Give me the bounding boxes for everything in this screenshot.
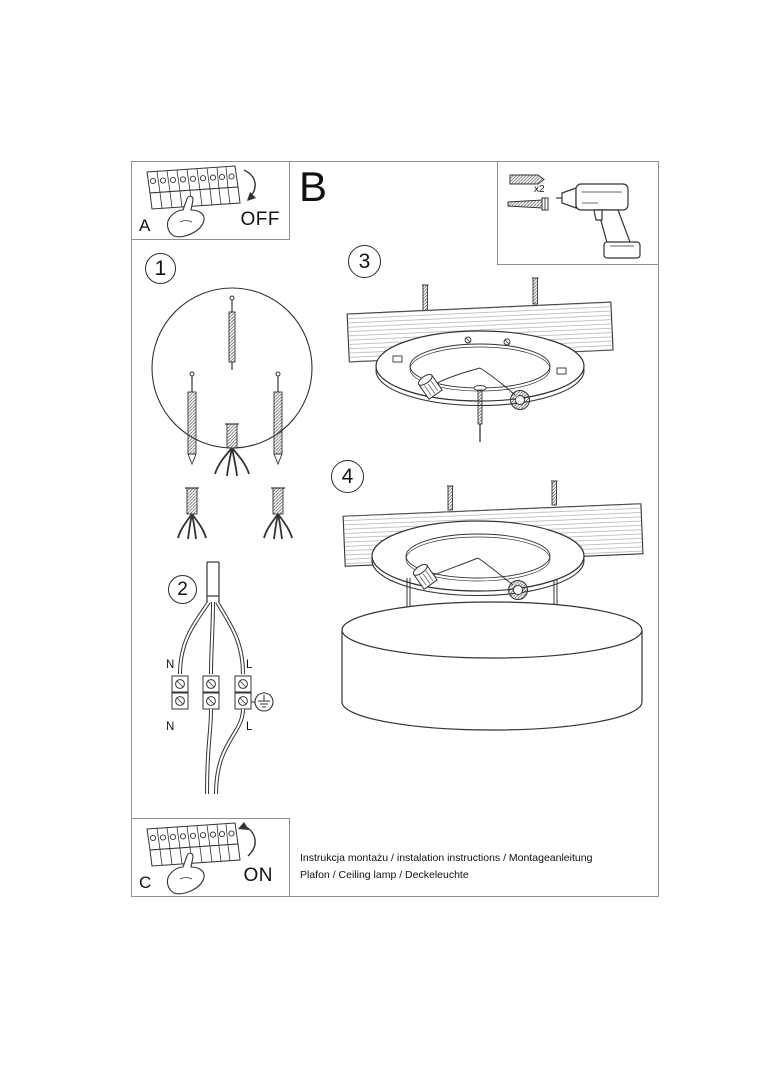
drum-shade: [341, 601, 643, 731]
mounting-screws: [447, 480, 558, 511]
toggle-arrow-icon: [238, 822, 256, 857]
section-a-label: A: [139, 216, 151, 235]
lamp-assembly-step4-illustration: [341, 480, 644, 731]
wire-label-n-top: N: [166, 659, 175, 671]
lamp-socket-left: [417, 373, 443, 400]
step-1-badge: 1: [145, 253, 176, 284]
power-off-box: A OFF: [131, 161, 290, 240]
lamp-socket-right: [508, 580, 528, 600]
hand-icon: [166, 852, 205, 895]
step-4-badge: 4: [331, 460, 364, 493]
mounting-plate-step3-illustration: [346, 277, 614, 442]
lamp-wires: [205, 708, 245, 795]
drill-icon: [556, 183, 641, 259]
center-screw: [473, 385, 487, 442]
supply-wires: [178, 600, 245, 675]
wire-label-l-bottom: L: [246, 721, 253, 733]
screw-count-label: x2: [534, 184, 545, 195]
wiring-diagram: [171, 561, 274, 795]
cable-sheath: [206, 561, 220, 602]
step-2-badge: 2: [168, 575, 197, 604]
toggle-arrow-icon: [243, 169, 256, 201]
wall-plug-icon: [509, 174, 545, 185]
screw-icon: [507, 197, 549, 211]
step-3-badge: 3: [348, 245, 381, 278]
section-b-label: B: [299, 163, 328, 210]
step-2-number: 2: [177, 578, 188, 600]
footer-instructions-line: Instrukcja montażu / instalation instruc…: [300, 852, 593, 864]
wire-label-l-top: L: [246, 659, 253, 671]
footer-product-line: Plafon / Ceiling lamp / Deckeleuchte: [300, 869, 469, 881]
step-1-number: 1: [154, 256, 167, 280]
section-c-label: C: [139, 873, 152, 892]
off-label: OFF: [240, 209, 280, 230]
hand-icon: [166, 195, 205, 238]
terminal-block: [171, 675, 252, 710]
ground-icon: [251, 692, 274, 712]
on-label: ON: [243, 865, 273, 886]
hanger-rods: [406, 578, 558, 608]
lamp-socket-left: [412, 563, 438, 590]
fuse-box-off-illustration: [146, 165, 256, 238]
tools-box: x2: [497, 161, 659, 265]
lamp-socket-right: [510, 390, 530, 410]
power-on-box: C ON: [131, 818, 290, 897]
step-4-number: 4: [341, 464, 354, 488]
tools-illustration: [507, 174, 641, 259]
wire-label-n-bottom: N: [166, 721, 175, 733]
step-3-number: 3: [358, 249, 371, 273]
fuse-box-on-illustration: [146, 822, 256, 895]
wall-anchor-illustration: [151, 287, 313, 540]
